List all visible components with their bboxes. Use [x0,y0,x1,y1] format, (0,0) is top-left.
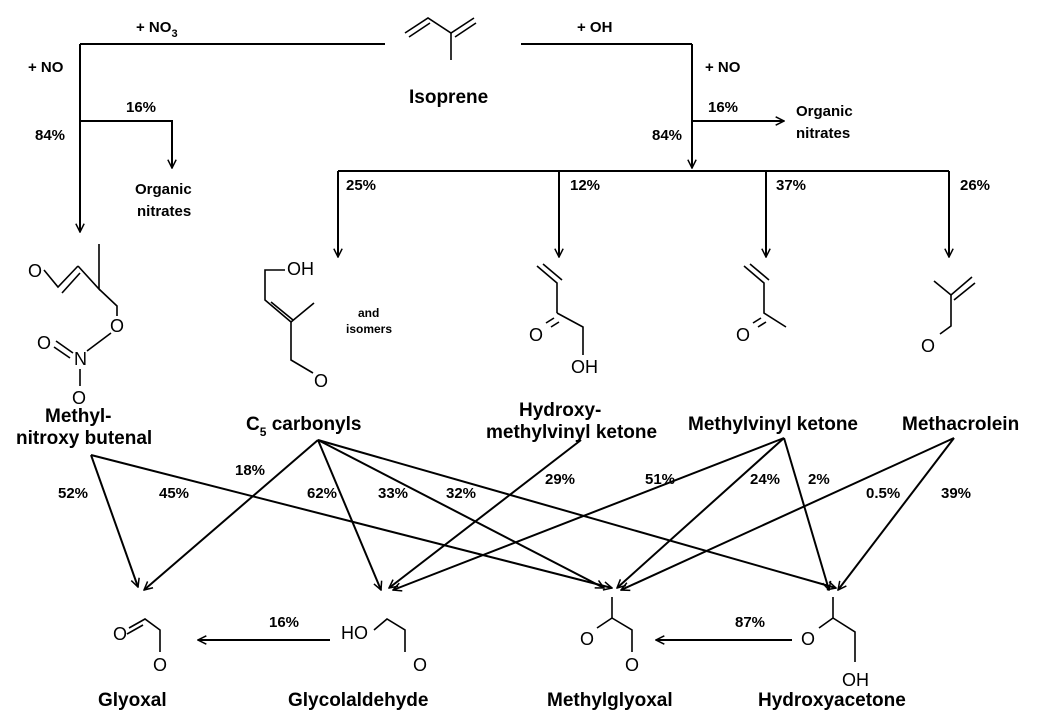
yield-mnb-methylglyoxal: 45% [159,485,189,502]
o-atom-glyoxal-2: O [153,655,167,675]
methylnitroxy-butenal-structure: O O N O O [28,244,124,408]
macr-26-label: 26% [960,177,990,194]
right-organic-nitrates-label-1: Organic [796,103,853,120]
o-atom-methylglyoxal-1: O [580,629,594,649]
mvk-to-methylglyoxal [617,437,785,588]
yield-c5-hydroxyacetone: 32% [446,485,476,502]
c5-carbonyls-label: C5 carbonyls [246,414,361,439]
plus-no3-label: + NO3 [136,19,178,40]
c5-to-methylglyoxal [317,439,604,589]
and-isomers-label-2: isomers [346,322,392,336]
and-isomers-label-1: and [358,306,379,320]
o-atom-hydroxyacetone: O [801,629,815,649]
mvk-to-glycolaldehyde [393,437,785,590]
c5-to-glyoxal [144,439,319,590]
isoprene-label: Isoprene [409,87,488,108]
hydroxyacetone-label: Hydroxyacetone [758,690,906,711]
hydroxyacetone-structure: O OH [801,597,869,690]
yield-c5-glyoxal: 18% [235,462,265,479]
right-organic-nitrates-label-2: nitrates [796,125,850,142]
oh-atom-hydroxyacetone: OH [842,670,869,690]
o-atom-aldehyde: O [28,261,42,281]
methylglyoxal-label: Methylglyoxal [547,690,673,711]
glycolaldehyde-structure: HO O [341,618,427,675]
yield-macr-hydroxyacetone: 39% [941,485,971,502]
plus-oh-label: + OH [577,19,612,36]
hmvk-to-glycolaldehyde [389,439,582,588]
o-atom-nitro-1: O [37,333,51,353]
o-atom-hmvk: O [529,325,543,345]
methacrolein-structure: O [921,276,976,356]
c5-25-label: 25% [346,177,376,194]
plus-no-right-label: + NO [705,59,741,76]
methylglyoxal-structure: O O [580,597,639,675]
yield-hmvk-glycolaldehyde: 29% [545,471,575,488]
hmvk-structure: O OH [529,263,598,377]
glycolaldehyde-label: Glycolaldehyde [288,690,428,711]
o-atom-ester: O [110,316,124,336]
yield-c5-glycolaldehyde: 62% [307,485,337,502]
macr-to-methylglyoxal [621,437,955,590]
left-organic-nitrates-arrow [80,120,172,168]
macr-to-hydroxyacetone [838,437,955,590]
methacrolein-label: Methacrolein [902,414,1019,435]
right-84-label: 84% [652,127,682,144]
yield-glycolaldehyde-glyoxal: 16% [269,614,299,631]
c5-carbonyl-structure: OH O [264,259,328,391]
hmvk-12-label: 12% [570,177,600,194]
n-atom: N [74,349,87,369]
yield-mvk-methylglyoxal: 24% [750,471,780,488]
ho-atom: HO [341,623,368,643]
o-atom-methylglyoxal-2: O [625,655,639,675]
hmvk-label-1: Hydroxy- [519,400,601,421]
isoprene-structure [404,17,477,60]
yield-hydroxyacetone-methylglyoxal: 87% [735,614,765,631]
o-atom-macr: O [921,336,935,356]
left-16-label: 16% [126,99,156,116]
c5-to-hydroxyacetone [317,439,836,588]
left-organic-nitrates-label-2: nitrates [137,203,191,220]
hmvk-label-2: methylvinyl ketone [486,422,657,443]
o-atom-mvk: O [736,325,750,345]
c5-to-glycolaldehyde [317,439,381,590]
o-atom-glyoxal-1: O [113,624,127,644]
mnb-to-glyoxal [90,454,138,587]
mvk-structure: O [736,263,787,345]
methylnitroxy-label-1: Methyl- [45,406,112,427]
mvk-to-hydroxyacetone [783,437,829,590]
yield-mnb-glyoxal: 52% [58,485,88,502]
left-84-label: 84% [35,127,65,144]
o-atom-nitro-2: O [72,388,86,408]
o-atom-c5: O [314,371,328,391]
yield-mvk-glycolaldehyde: 51% [645,471,675,488]
left-organic-nitrates-label-1: Organic [135,181,192,198]
right-16-label: 16% [708,99,738,116]
oh-atom-hmvk: OH [571,357,598,377]
glyoxal-label: Glyoxal [98,690,167,711]
glyoxal-structure: O O [113,618,167,675]
yield-c5-methylglyoxal: 33% [378,485,408,502]
mvk-label: Methylvinyl ketone [688,414,858,435]
yield-macr-methylglyoxal: 0.5% [866,485,900,502]
methylnitroxy-label-2: nitroxy butenal [16,428,152,449]
mvk-37-label: 37% [776,177,806,194]
oh-atom: OH [287,259,314,279]
o-atom-glycolaldehyde: O [413,655,427,675]
yield-mvk-hydroxyacetone: 2% [808,471,830,488]
plus-no-left-label: + NO [28,59,64,76]
